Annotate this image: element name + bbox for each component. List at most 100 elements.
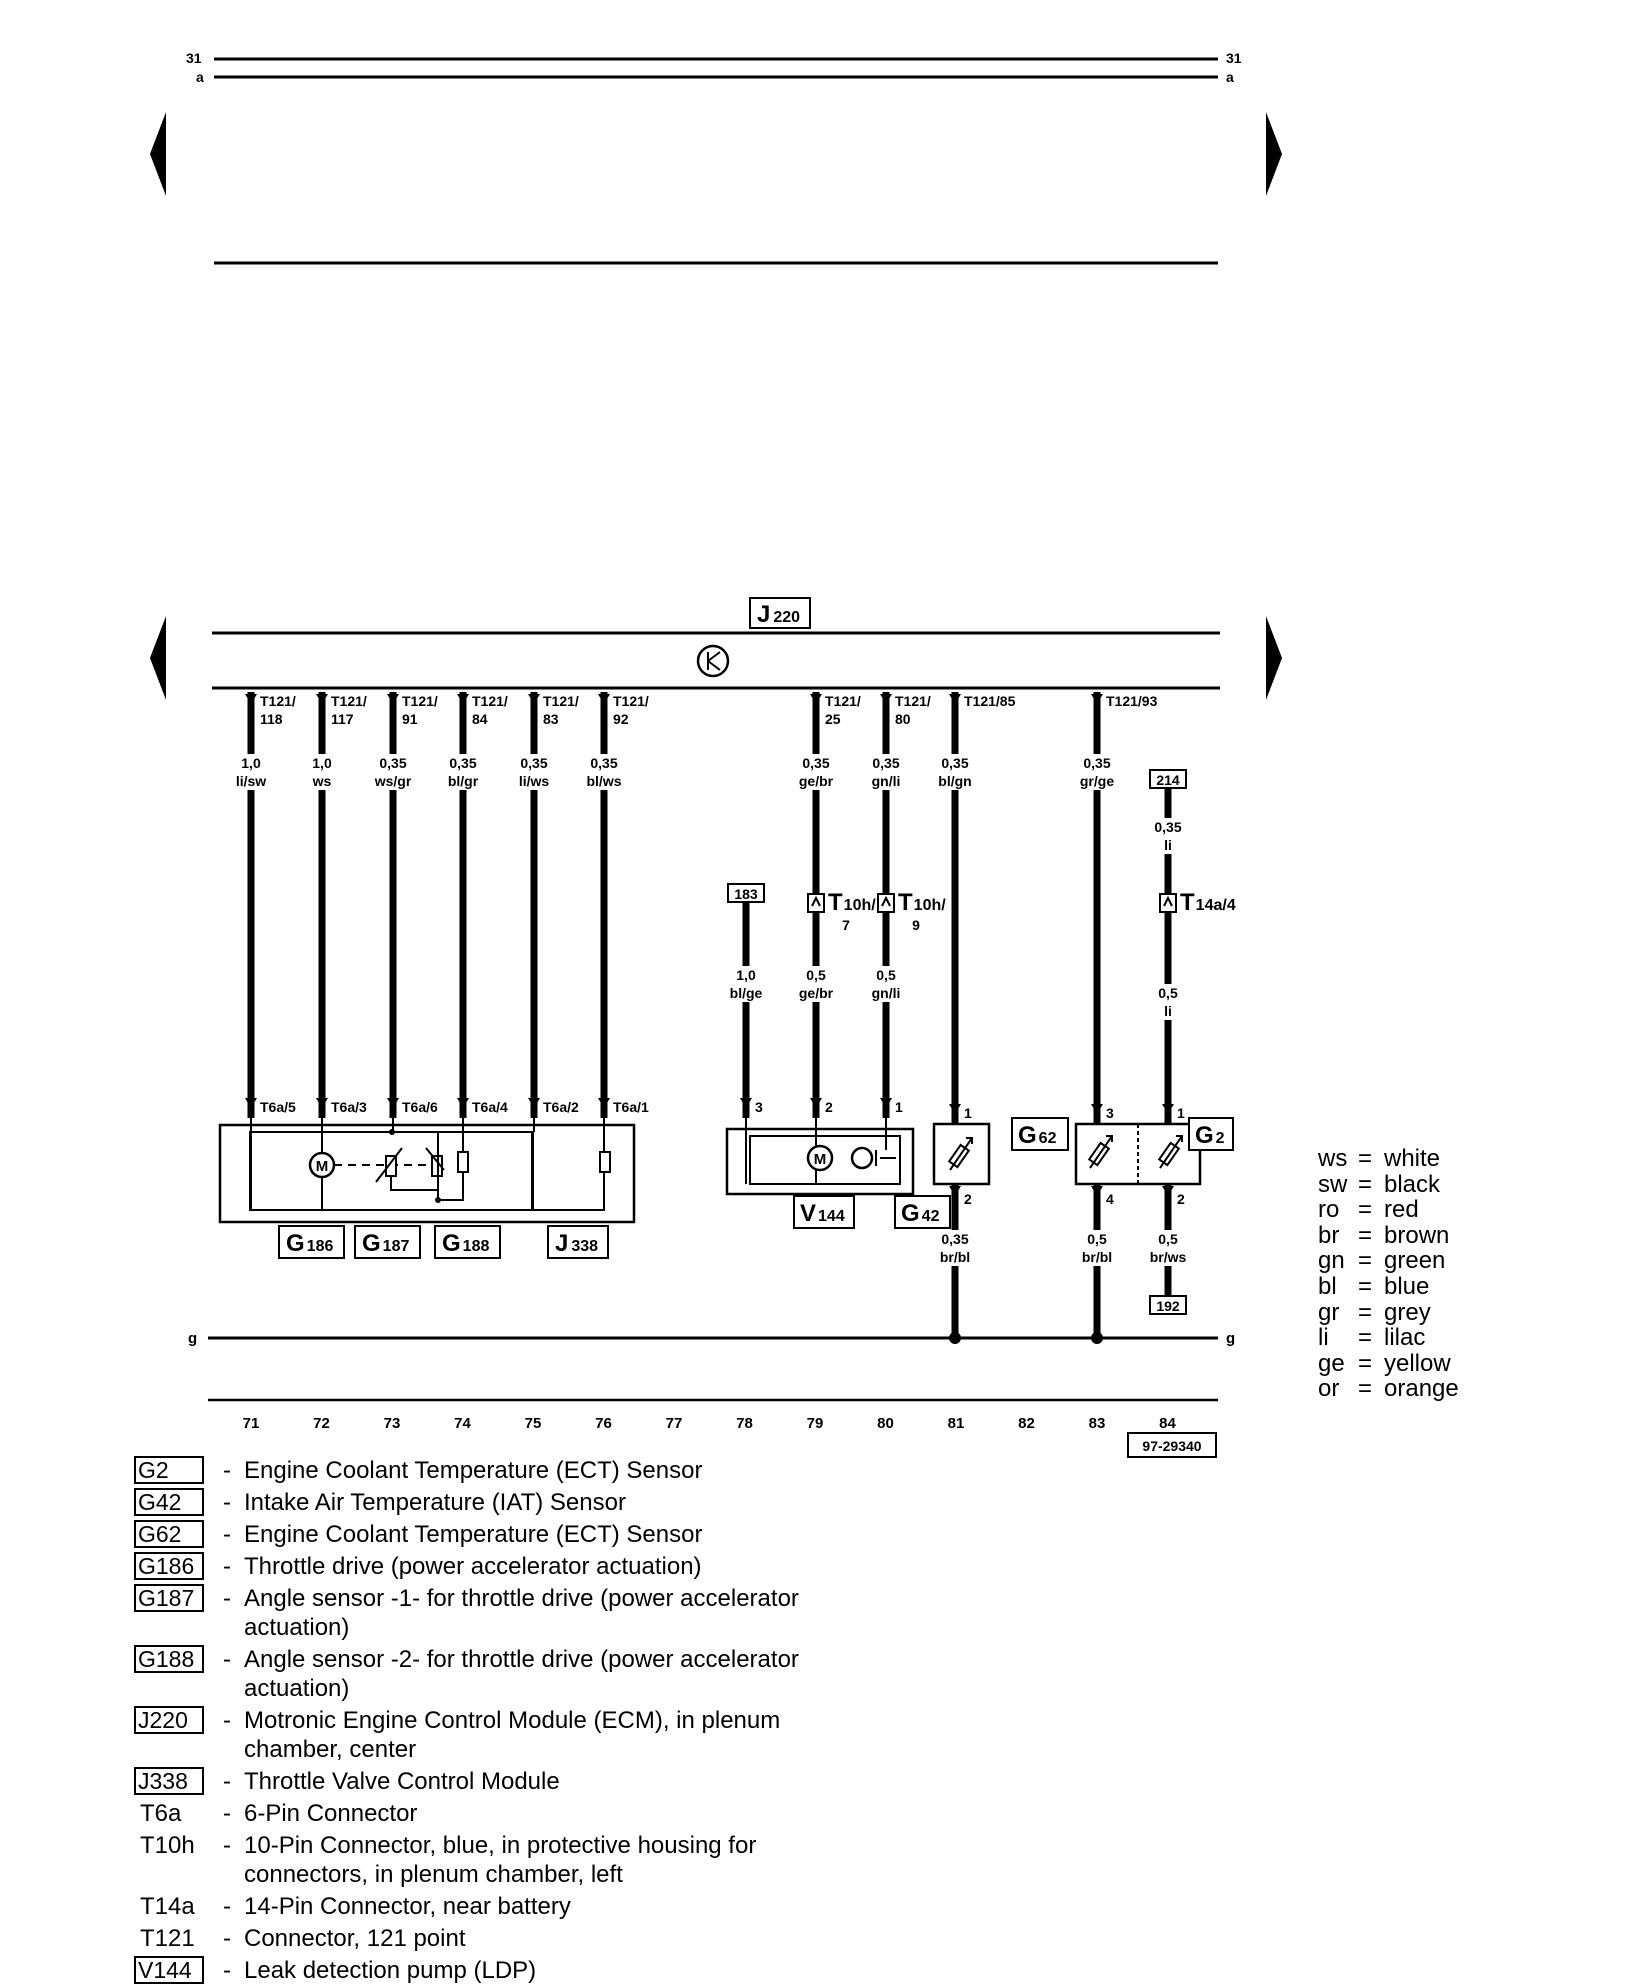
legend-dash: - (223, 1553, 231, 1580)
t10h-sub: 10h/ (844, 897, 877, 914)
legend-code[interactable]: T121 (140, 1925, 195, 1952)
legend-code[interactable]: G186 (134, 1552, 204, 1580)
j338-label-box[interactable] (547, 1225, 609, 1259)
color-eq: = (1358, 1324, 1373, 1352)
t10h-connector-1[interactable]: T10h/7 (807, 889, 876, 933)
color-abbr: gn (1318, 1247, 1345, 1275)
t10h-pin: 9 (912, 917, 920, 933)
intake-air-temp-sensor[interactable] (932, 1122, 991, 1186)
track-number-84: 84 (1159, 1415, 1176, 1432)
wire-ref-192: 192 (1156, 1298, 1180, 1314)
track-number-83: 83 (1089, 1415, 1106, 1432)
throttle-valve-control-module[interactable]: M (218, 1123, 636, 1224)
legend-code[interactable]: J338 (134, 1767, 204, 1795)
color-abbr: ws (1318, 1145, 1348, 1172)
g186-label-box[interactable] (278, 1225, 345, 1259)
connector-pin-label: 3 (755, 1099, 763, 1115)
t10h-connector-2[interactable]: T10h/9 (877, 889, 947, 933)
page-prev-arrow-top[interactable] (150, 112, 166, 196)
color-name: orange (1384, 1375, 1459, 1403)
legend-code[interactable]: T14a (140, 1893, 195, 1920)
v144-inner-frame (749, 1135, 901, 1185)
color-eq: = (1358, 1170, 1373, 1198)
t10h-sub: 10h/ (914, 897, 947, 914)
pin-number: 92 (613, 711, 629, 727)
legend-description: Angle sensor -1- for throttle drive (pow… (244, 1585, 799, 1641)
legend-code[interactable]: G187 (134, 1584, 204, 1612)
legend-item: G42-Intake Air Temperature (IAT) Sensor (134, 1488, 854, 1517)
v144-label-box[interactable] (793, 1195, 855, 1229)
wire-color: br/bl (1082, 1249, 1112, 1265)
legend-dash: - (223, 1585, 231, 1612)
legend-description: Connector, 121 point (244, 1925, 466, 1952)
connector-pin-label: T6a/6 (402, 1099, 438, 1115)
legend-dash: - (223, 1832, 231, 1859)
g187-label-box[interactable] (354, 1225, 421, 1259)
legend-description: Leak detection pump (LDP) (244, 1957, 537, 1984)
wire-gauge: 0,35 (802, 755, 829, 771)
wire-color: li/sw (236, 773, 266, 789)
track-number-74: 74 (454, 1415, 471, 1432)
ecm-j220-label-box[interactable] (749, 597, 811, 629)
legend-code[interactable]: G42 (134, 1488, 204, 1516)
wire-7-lower-label: 0,5ge/br (788, 966, 844, 1002)
wire-color: bl/ws (586, 773, 621, 789)
wire-gauge: 0,5 (1158, 985, 1178, 1001)
g42-label-box[interactable] (894, 1195, 951, 1229)
leak-detection-pump[interactable]: M (725, 1127, 915, 1196)
g2-label-box[interactable] (1188, 1117, 1234, 1151)
connector-pin-label: 2 (1177, 1191, 1185, 1207)
track-number-76: 76 (595, 1415, 612, 1432)
color-name: yellow (1384, 1349, 1451, 1377)
legend-code[interactable]: V144 (134, 1956, 204, 1984)
ground-label-left: g (188, 1330, 197, 1347)
track-number-80: 80 (877, 1415, 894, 1432)
color-abbr: gr (1318, 1298, 1340, 1326)
legend-dash: - (223, 1489, 231, 1516)
figure-id: 97-29340 (1142, 1438, 1201, 1454)
ground-wire-10[interactable]: 40,5br/bl (1069, 1184, 1125, 1338)
legend-code[interactable]: G62 (134, 1520, 204, 1548)
t10h-label: T10h/ (828, 889, 876, 916)
wire-color: ge/br (799, 985, 834, 1001)
page-prev-arrow-bottom[interactable] (150, 616, 166, 700)
wire-color: bl/gn (938, 773, 971, 789)
page-next-arrow-top[interactable] (1266, 112, 1282, 196)
legend-dash: - (223, 1521, 231, 1548)
legend-description: 10-Pin Connector, blue, in protective ho… (244, 1832, 757, 1888)
legend-code[interactable]: G188 (134, 1645, 204, 1673)
pin-label: T121/ (331, 693, 367, 709)
wire-gauge: 0,35 (449, 755, 476, 771)
g62-label-box[interactable] (1011, 1117, 1069, 1151)
legend-code[interactable]: G2 (134, 1456, 204, 1484)
coolant-temp-sensors[interactable] (1074, 1122, 1202, 1186)
legend-code[interactable]: T10h (140, 1832, 195, 1859)
legend-description: Throttle drive (power accelerator actuat… (244, 1553, 702, 1580)
color-key-item: or=orange (1318, 1376, 1459, 1402)
wire-gauge: 1,0 (241, 755, 261, 771)
wire-color: gr/ge (1080, 773, 1114, 789)
ground-junction-81 (949, 1332, 961, 1344)
pin-label: T121/ (613, 693, 649, 709)
connector-pin-label: 2 (964, 1191, 972, 1207)
page-next-arrow-bottom[interactable] (1266, 616, 1282, 700)
pin-label: T121/ (402, 693, 438, 709)
wire-gauge: 0,35 (379, 755, 406, 771)
legend-code[interactable]: T6a (140, 1800, 182, 1827)
g188-label-box[interactable] (434, 1225, 501, 1259)
color-abbr: li (1318, 1324, 1329, 1352)
legend-code[interactable]: J220 (134, 1706, 204, 1734)
